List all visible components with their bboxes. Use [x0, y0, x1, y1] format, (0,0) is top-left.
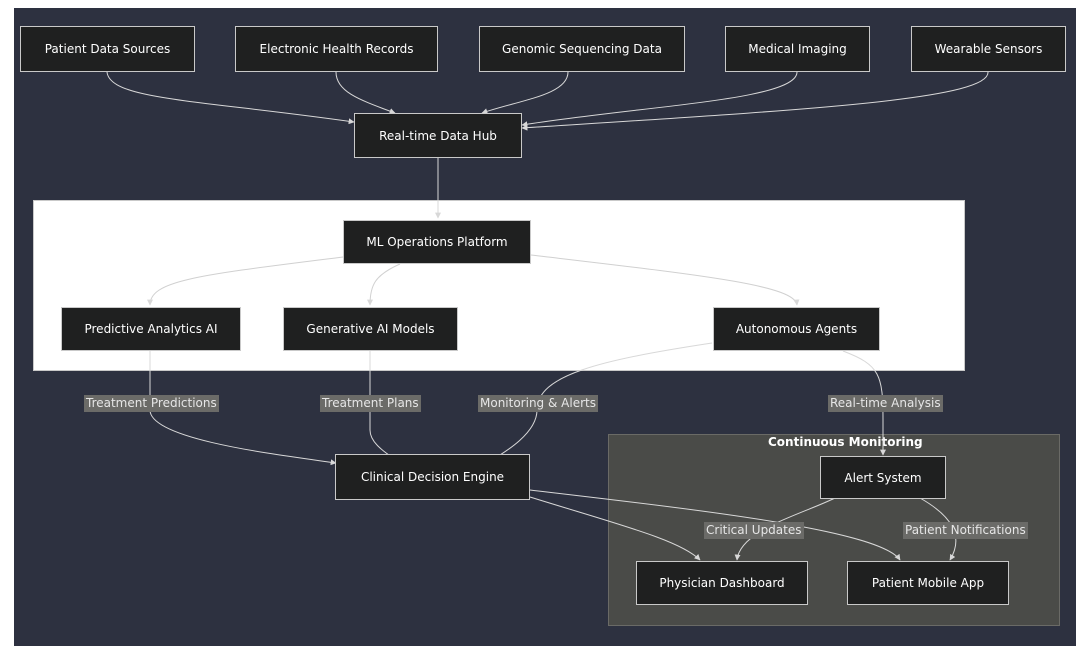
node-predictive-analytics-ai: Predictive Analytics AI: [61, 307, 241, 351]
edge-label-patient-notifications: Patient Notifications: [903, 522, 1028, 539]
edge-genomic-to-hub: [481, 71, 569, 115]
edge-ml-to-autonomous: [530, 254, 800, 306]
node-generative-ai-models: Generative AI Models: [283, 307, 458, 351]
node-clinical-decision-engine: Clinical Decision Engine: [335, 454, 530, 500]
node-genomic-sequencing-data: Genomic Sequencing Data: [479, 26, 685, 72]
edge-label-critical-updates: Critical Updates: [704, 522, 804, 539]
node-wearable-sensors: Wearable Sensors: [911, 26, 1066, 72]
node-physician-dashboard: Physician Dashboard: [636, 561, 808, 605]
edge-label-realtime-analysis: Real-time Analysis: [828, 395, 943, 412]
node-patient-data-sources: Patient Data Sources: [20, 26, 195, 72]
edge-label-treatment-predictions: Treatment Predictions: [84, 395, 219, 412]
node-realtime-data-hub: Real-time Data Hub: [354, 113, 522, 158]
edge-cde-to-physician: [529, 496, 701, 561]
node-electronic-health-records: Electronic Health Records: [235, 26, 438, 72]
node-patient-mobile-app: Patient Mobile App: [847, 561, 1009, 605]
node-medical-imaging: Medical Imaging: [725, 26, 870, 72]
node-alert-system: Alert System: [820, 456, 946, 499]
node-ml-operations-platform: ML Operations Platform: [343, 220, 531, 264]
edge-patient-sources-to-hub: [106, 71, 355, 125]
edge-imaging-to-hub: [521, 71, 798, 128]
edge-predictive-to-cde: [149, 351, 337, 466]
node-autonomous-agents: Autonomous Agents: [713, 307, 880, 351]
edge-wearable-to-hub: [521, 71, 989, 131]
edge-autonomous-to-alert: [842, 350, 886, 456]
continuous-monitoring-title: Continuous Monitoring: [768, 435, 923, 449]
edge-ehr-to-hub: [335, 71, 396, 114]
edge-label-monitoring-alerts: Monitoring & Alerts: [478, 395, 598, 412]
edge-ml-to-generative: [367, 263, 401, 306]
edge-label-treatment-plans: Treatment Plans: [320, 395, 421, 412]
edge-ml-to-predictive: [147, 256, 344, 306]
edge-cde-to-patient-app: [529, 489, 901, 561]
